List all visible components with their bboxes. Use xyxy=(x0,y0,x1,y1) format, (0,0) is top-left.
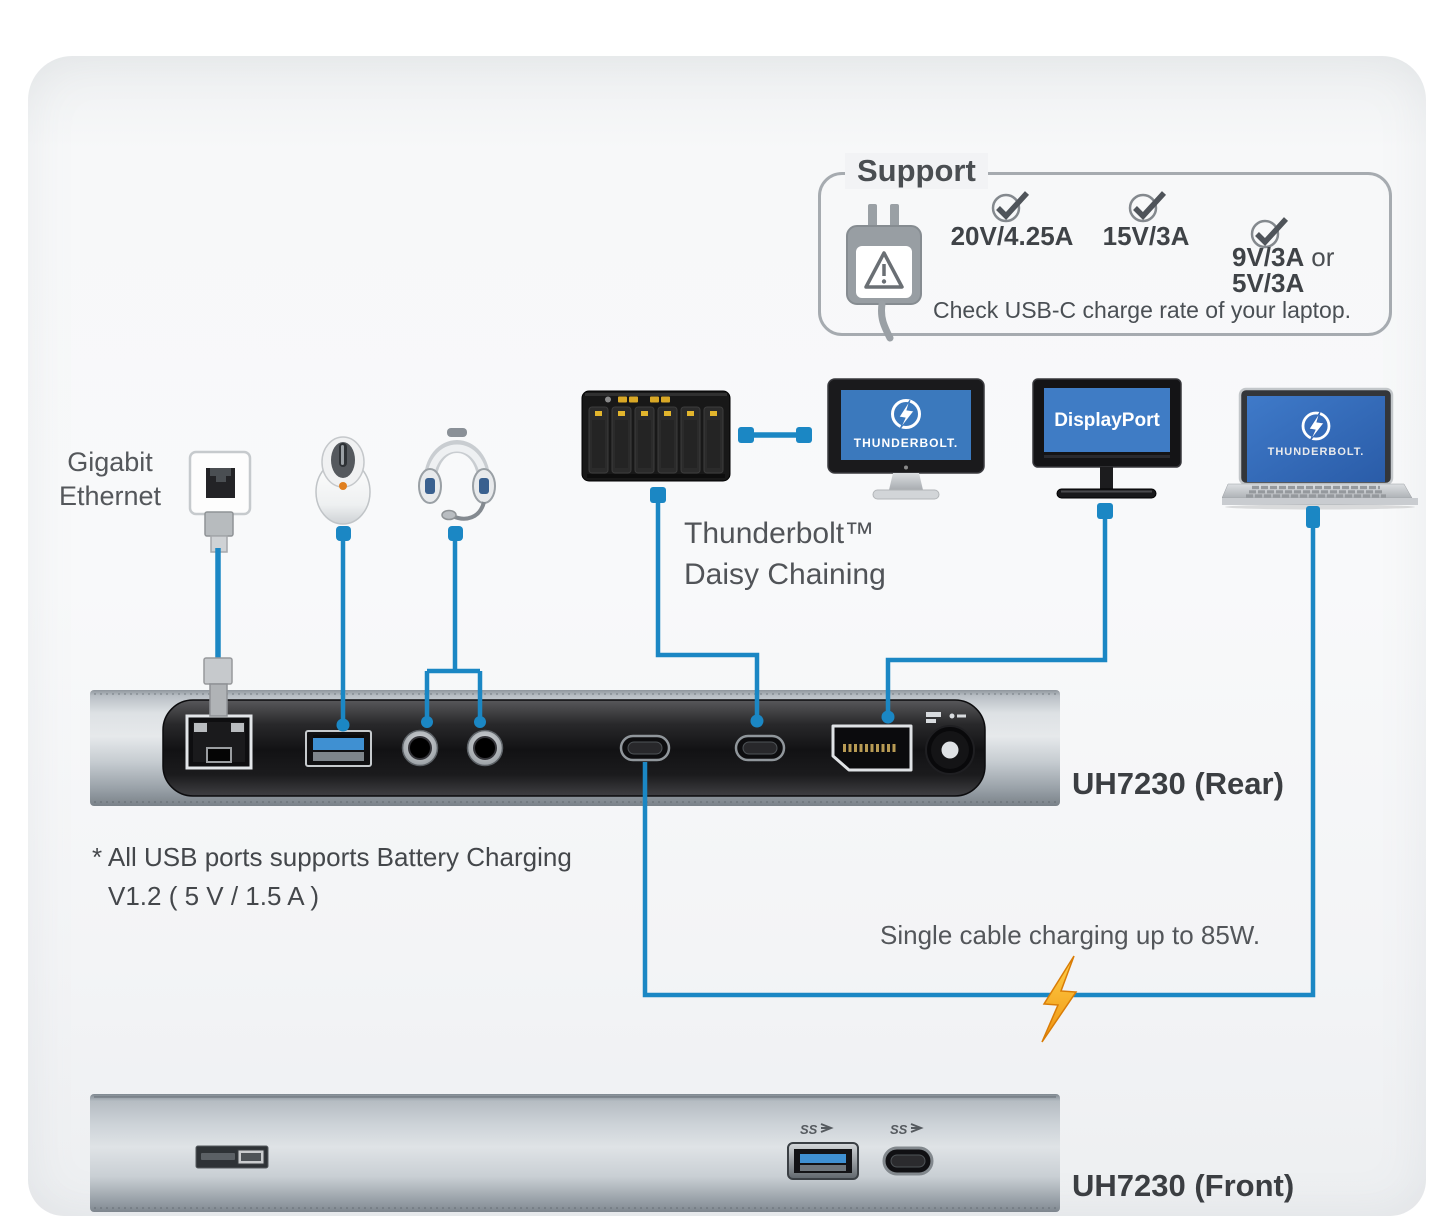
displayport-monitor: DisplayPort xyxy=(1032,378,1182,499)
thunderbolt-laptop-label: THUNDERBOLT. xyxy=(1268,446,1365,458)
usb-battery-charging-note: * All USB ports supports Battery Chargin… xyxy=(92,842,572,911)
dock-rear-panel xyxy=(90,690,1060,806)
support-note: Check USB-C charge rate of your laptop. xyxy=(933,297,1352,323)
or-text: or xyxy=(1311,242,1335,272)
dock-front-panel: SS SS xyxy=(90,1094,1060,1212)
ethernet-port xyxy=(185,714,253,770)
thunderbolt-monitor: THUNDERBOLT. xyxy=(827,378,985,500)
rear-model-label: UH7230 (Rear) xyxy=(1072,766,1284,801)
usb-a-port xyxy=(305,730,372,767)
charge-rate-15v: 15V/3A xyxy=(1102,221,1190,251)
dc-power-jack xyxy=(925,725,975,775)
nas-storage-icon xyxy=(581,390,731,482)
svg-text:SS: SS xyxy=(800,1122,818,1137)
audio-jack-mic xyxy=(401,729,439,767)
mouse-icon xyxy=(315,436,371,525)
front-model-label: UH7230 (Front) xyxy=(1072,1168,1295,1203)
thunderbolt-logo-icon xyxy=(891,399,921,430)
audio-jack-headphone xyxy=(466,729,504,767)
charge-rate-5v: 5V/3A xyxy=(1232,268,1305,298)
gigabit-ethernet-label: Gigabit Ethernet xyxy=(58,447,162,511)
thunderbolt-logo-icon xyxy=(1301,411,1331,442)
check-icon xyxy=(1250,217,1289,249)
superspeed-usb-icon: SS xyxy=(800,1122,834,1137)
single-cable-charging-note: Single cable charging up to 85W. xyxy=(880,920,1261,950)
thunderbolt-laptop: THUNDERBOLT. xyxy=(1222,387,1418,510)
support-title: Support xyxy=(845,153,988,189)
displayport-port xyxy=(831,724,913,772)
support-box xyxy=(818,172,1392,336)
nas-drive-bays xyxy=(588,406,724,474)
check-icon xyxy=(991,191,1030,223)
check-icon xyxy=(1128,191,1167,223)
power-adapter-warning-icon xyxy=(846,204,922,342)
displayport-monitor-label: DisplayPort xyxy=(1054,410,1160,431)
thunderbolt-monitor-label: THUNDERBOLT. xyxy=(854,436,958,450)
usb-c-thunderbolt-port-1 xyxy=(619,734,671,762)
usb-a-front-port xyxy=(787,1142,859,1180)
usb-c-thunderbolt-port-2 xyxy=(734,734,786,762)
charge-rate-20v: 20V/4.25A xyxy=(950,221,1074,251)
headset-icon xyxy=(418,428,496,521)
ethernet-wall-jack-icon xyxy=(188,450,252,553)
thunderbolt3-badge xyxy=(195,1145,269,1169)
svg-text:SS: SS xyxy=(890,1122,908,1137)
superspeed-usb-icon: SS xyxy=(890,1122,924,1137)
daisy-chaining-label: Thunderbolt™ Daisy Chaining xyxy=(684,517,886,591)
usb-c-front-port xyxy=(882,1146,934,1176)
